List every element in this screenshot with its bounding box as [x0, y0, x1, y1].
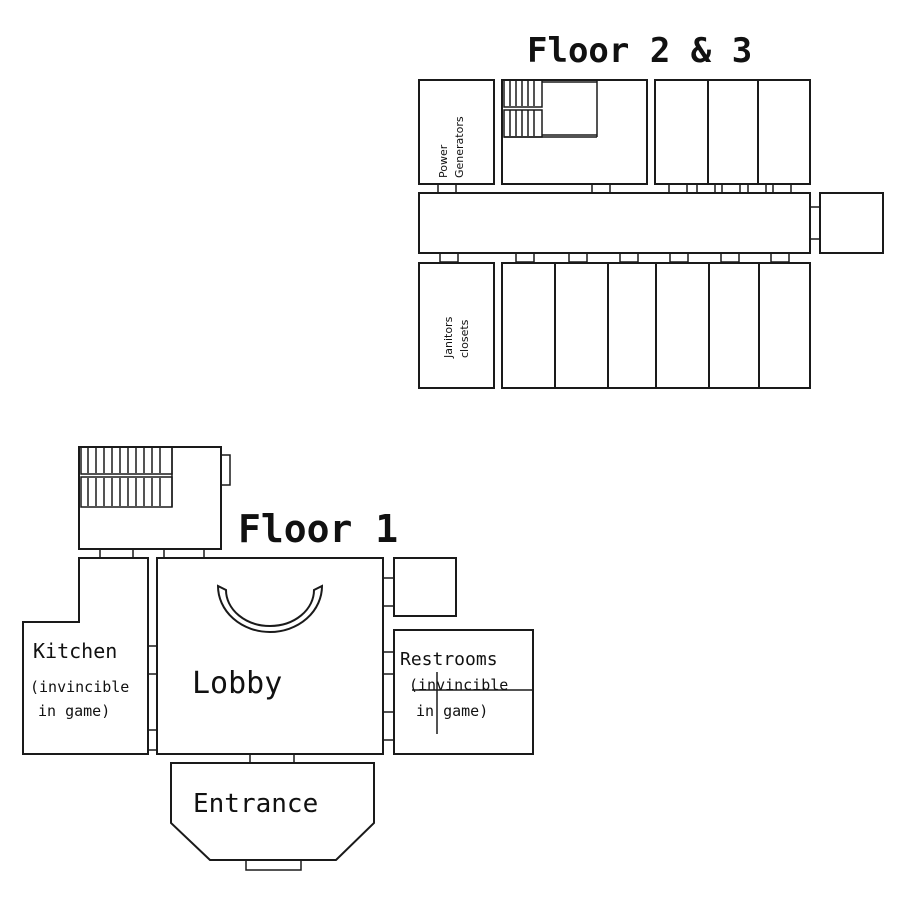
stair-room-upper — [501, 79, 648, 185]
floor-1-title: Floor 1 — [238, 507, 398, 551]
restrooms-note-line1: (invincible — [409, 676, 508, 694]
power-generators-label-line1: Power — [437, 144, 450, 178]
floor-1-plan: Kitchen (invincible in game) Lobby Restr… — [22, 446, 534, 871]
floor-upper-plan: Power Generators — [418, 79, 884, 389]
janitors-closets-label-line1: Janitors — [442, 316, 455, 359]
upper-room-bottom-5 — [708, 262, 760, 389]
janitors-closets-label-line2: closets — [458, 319, 471, 358]
entrance-room — [170, 762, 375, 861]
kitchen-note-line2: in game) — [38, 702, 110, 720]
upper-room-bottom-6 — [758, 262, 811, 389]
upper-room-bottom-2 — [554, 262, 609, 389]
stair-room-floor-1 — [78, 446, 222, 550]
entrance-label: Entrance — [193, 789, 318, 819]
upper-room-top-1 — [654, 79, 709, 185]
power-generators-label-line2: Generators — [453, 116, 466, 178]
staircase-floor-1 — [80, 446, 173, 508]
staircase-upper — [503, 79, 598, 138]
upper-side-room — [819, 192, 884, 254]
kitchen-label: Kitchen — [33, 639, 117, 663]
restrooms-room — [393, 629, 534, 755]
lobby-room — [156, 557, 384, 755]
upper-room-top-2 — [707, 79, 759, 185]
upper-corridor — [418, 192, 811, 254]
upper-room-top-3 — [757, 79, 811, 185]
floor-upper-title: Floor 2 & 3 — [527, 31, 752, 71]
kitchen-room — [22, 557, 149, 755]
kitchen-note-line1: (invincible — [30, 678, 129, 696]
restrooms-note-line2: in game) — [416, 702, 488, 720]
lobby-label: Lobby — [192, 666, 282, 701]
reception-desk — [216, 584, 324, 633]
upper-room-bottom-3 — [607, 262, 657, 389]
small-room-floor-1 — [393, 557, 457, 617]
janitors-closets-room — [418, 262, 495, 389]
upper-room-bottom-4 — [655, 262, 710, 389]
upper-room-bottom-1 — [501, 262, 556, 389]
restrooms-label: Restrooms — [400, 649, 498, 670]
